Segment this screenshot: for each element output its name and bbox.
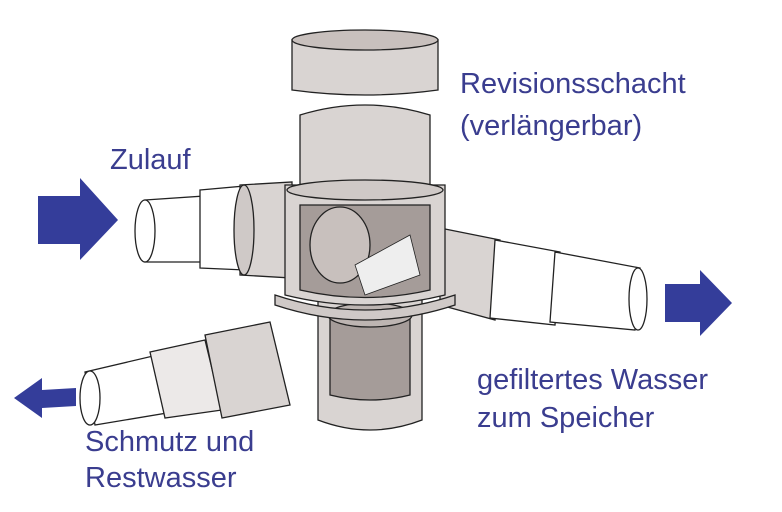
outlet-label-line1: gefiltertes Wasser [477, 364, 708, 396]
inlet-pipe [134, 181, 293, 279]
outlet-arrow-icon [665, 270, 732, 336]
revision-shaft-sublabel: (verlängerbar) [460, 110, 643, 142]
inlet-arrow-icon [38, 178, 118, 260]
shaft [286, 104, 444, 201]
revision-shaft-label: Revisionsschacht [460, 68, 686, 100]
inlet-label: Zulauf [110, 144, 191, 176]
outlet-pipe [439, 227, 648, 331]
shaft-lid [291, 29, 439, 96]
waste-label-line1: Schmutz und [85, 426, 255, 458]
outlet-label-line2: zum Speicher [477, 402, 655, 434]
waste-label-line2: Restwasser [85, 462, 237, 494]
lower-pot [317, 299, 423, 431]
main-body [274, 184, 456, 321]
waste-pipe [79, 321, 291, 426]
waste-arrow-icon [14, 378, 76, 418]
